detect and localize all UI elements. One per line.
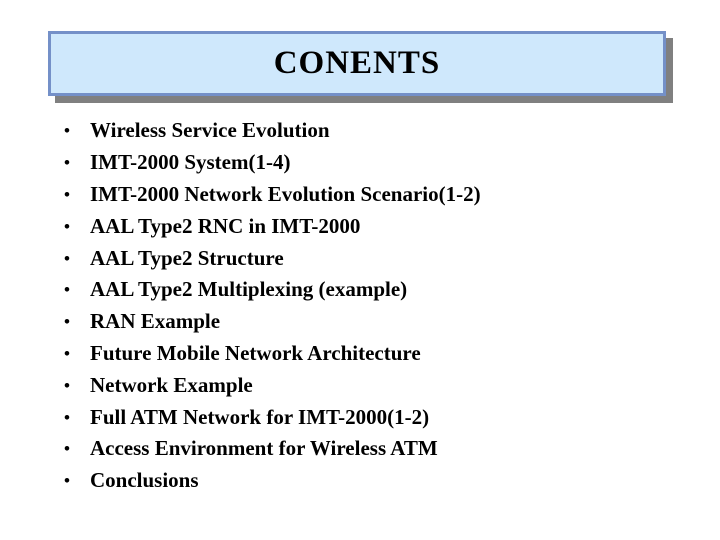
bullet-icon: • [64, 184, 70, 204]
list-item: • Full ATM Network for IMT-2000(1-2) [0, 401, 720, 433]
list-item: • AAL Type2 RNC in IMT-2000 [0, 210, 720, 242]
list-item-label: IMT-2000 System(1-4) [90, 150, 291, 175]
contents-list: • Wireless Service Evolution • IMT-2000 … [0, 115, 720, 497]
bullet-icon: • [64, 121, 70, 141]
list-item-label: Wireless Service Evolution [90, 118, 330, 143]
list-item: • IMT-2000 Network Evolution Scenario(1-… [0, 179, 720, 211]
bullet-icon: • [64, 439, 70, 459]
bullet-icon: • [64, 248, 70, 268]
bullet-icon: • [64, 153, 70, 173]
list-item-label: AAL Type2 Multiplexing (example) [90, 277, 408, 302]
list-item-label: Conclusions [90, 468, 199, 493]
list-item-label: Network Example [90, 372, 253, 397]
list-item: • RAN Example [0, 306, 720, 338]
list-item: • Network Example [0, 369, 720, 401]
list-item: • Future Mobile Network Architecture [0, 338, 720, 370]
list-item: • AAL Type2 Structure [0, 242, 720, 274]
list-item-label: AAL Type2 Structure [90, 245, 284, 270]
bullet-icon: • [64, 407, 70, 427]
title-box: CONENTS [48, 31, 666, 96]
bullet-icon: • [64, 216, 70, 236]
list-item-label: IMT-2000 Network Evolution Scenario(1-2) [90, 181, 481, 206]
bullet-icon: • [64, 375, 70, 395]
list-item: • Wireless Service Evolution [0, 115, 720, 147]
list-item-label: Future Mobile Network Architecture [90, 340, 421, 365]
list-item: • IMT-2000 System(1-4) [0, 147, 720, 179]
bullet-icon: • [64, 471, 70, 491]
list-item-label: Access Environment for Wireless ATM [90, 436, 438, 461]
list-item-label: Full ATM Network for IMT-2000(1-2) [90, 404, 430, 429]
list-item: • AAL Type2 Multiplexing (example) [0, 274, 720, 306]
list-item: • Conclusions [0, 465, 720, 497]
list-item-label: RAN Example [90, 309, 221, 334]
list-item-label: AAL Type2 RNC in IMT-2000 [90, 213, 361, 238]
page-title: CONENTS [273, 45, 441, 81]
bullet-icon: • [64, 343, 70, 363]
list-item: • Access Environment for Wireless ATM [0, 433, 720, 465]
bullet-icon: • [64, 280, 70, 300]
bullet-icon: • [64, 312, 70, 332]
